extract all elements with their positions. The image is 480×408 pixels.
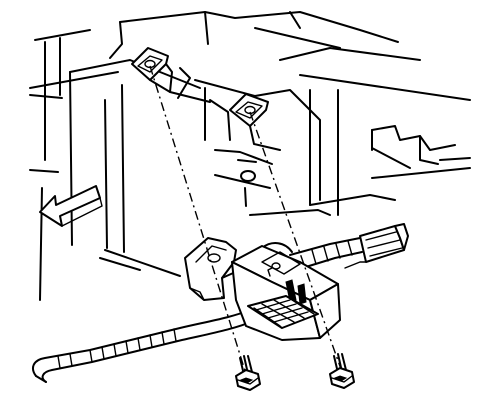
wire-harness bbox=[32, 237, 363, 383]
mounting-bracket bbox=[184, 237, 241, 301]
bolt-left bbox=[235, 355, 261, 391]
sensor-module bbox=[231, 245, 341, 341]
mounting-tab-right bbox=[209, 93, 281, 151]
install-guide-lines bbox=[149, 65, 343, 375]
direction-arrow-icon bbox=[39, 185, 103, 227]
bolt-right bbox=[329, 353, 355, 389]
harness-connector bbox=[344, 223, 409, 269]
vehicle-body-structure bbox=[29, 11, 471, 301]
mounting-tab-left bbox=[131, 47, 211, 103]
